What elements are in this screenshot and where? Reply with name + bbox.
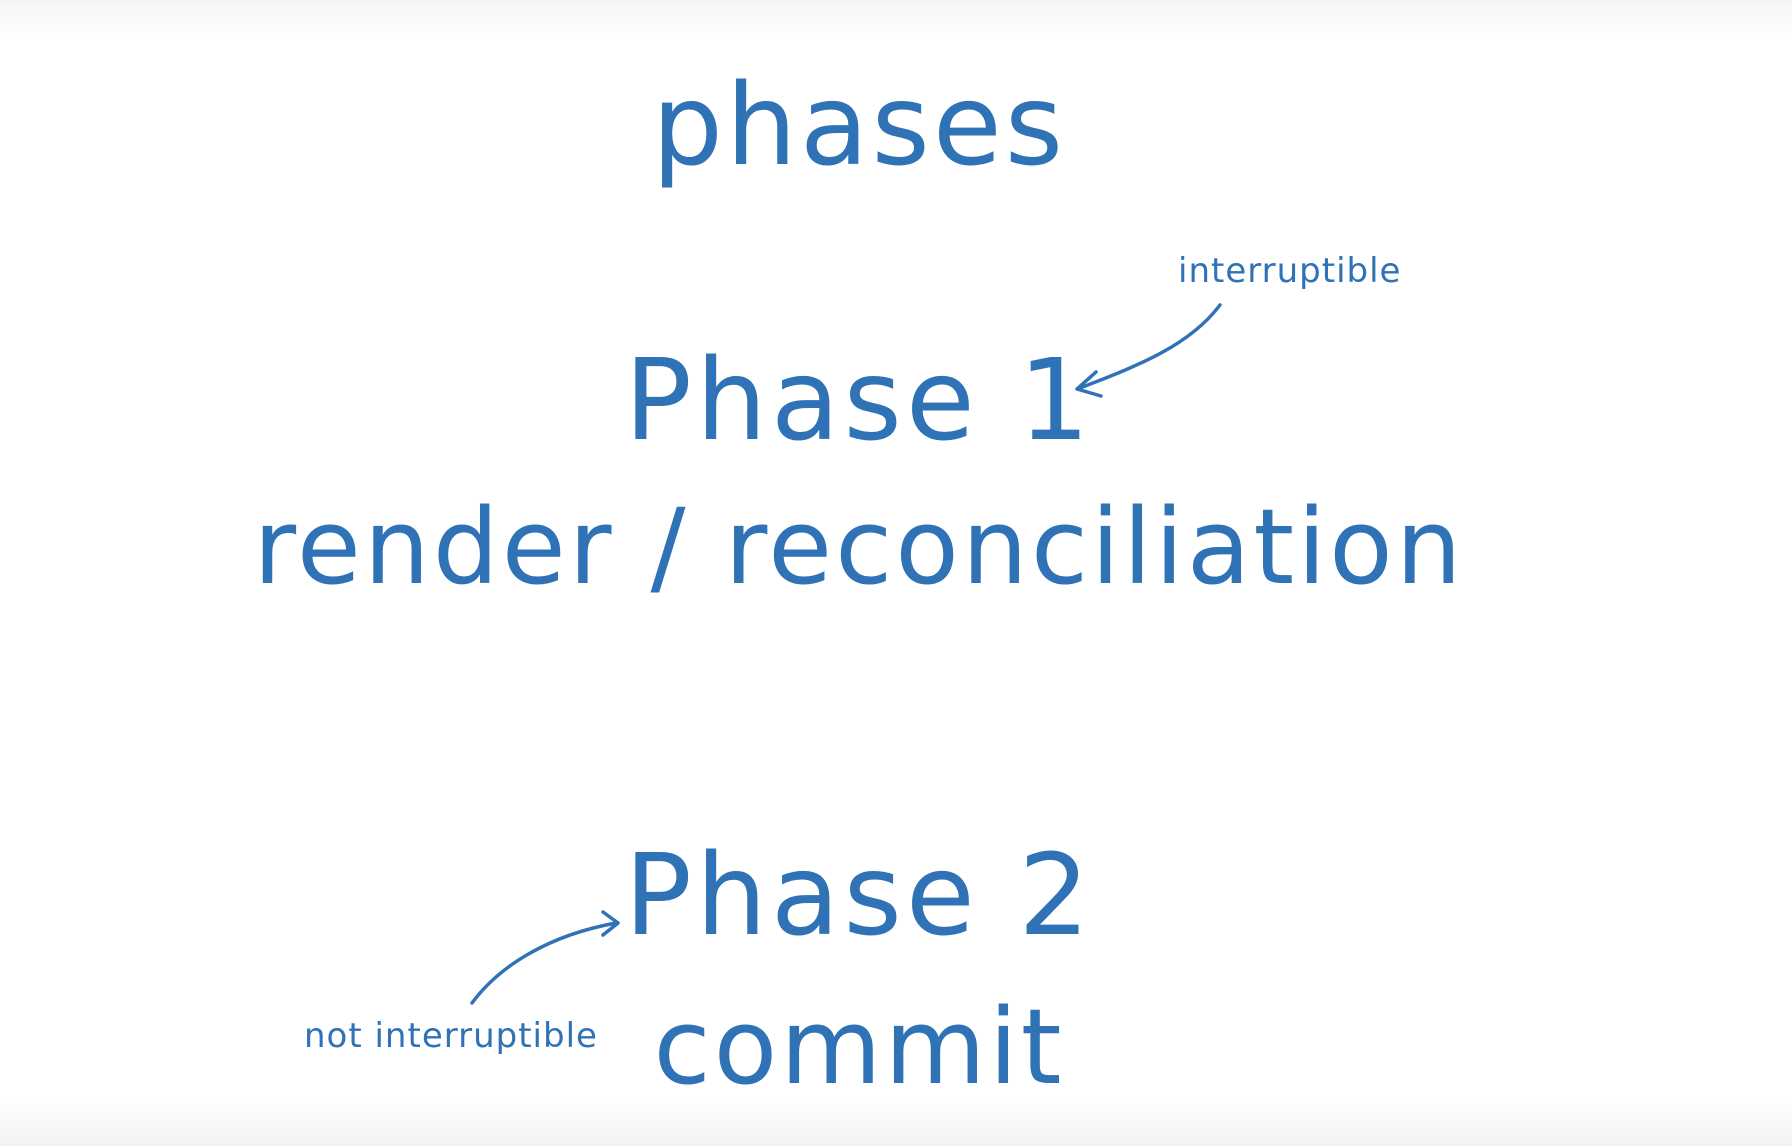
slide-title: phases — [651, 61, 1067, 191]
phase-1-heading: Phase 1 — [624, 336, 1094, 466]
phase-1-annotation: interruptible — [1178, 251, 1402, 291]
phase-2-annotation: not interruptible — [304, 1016, 598, 1056]
phase-1-subtitle: render / reconciliation — [253, 486, 1465, 608]
phase-2-heading: Phase 2 — [624, 831, 1094, 961]
phase-2-subtitle: commit — [653, 986, 1065, 1108]
